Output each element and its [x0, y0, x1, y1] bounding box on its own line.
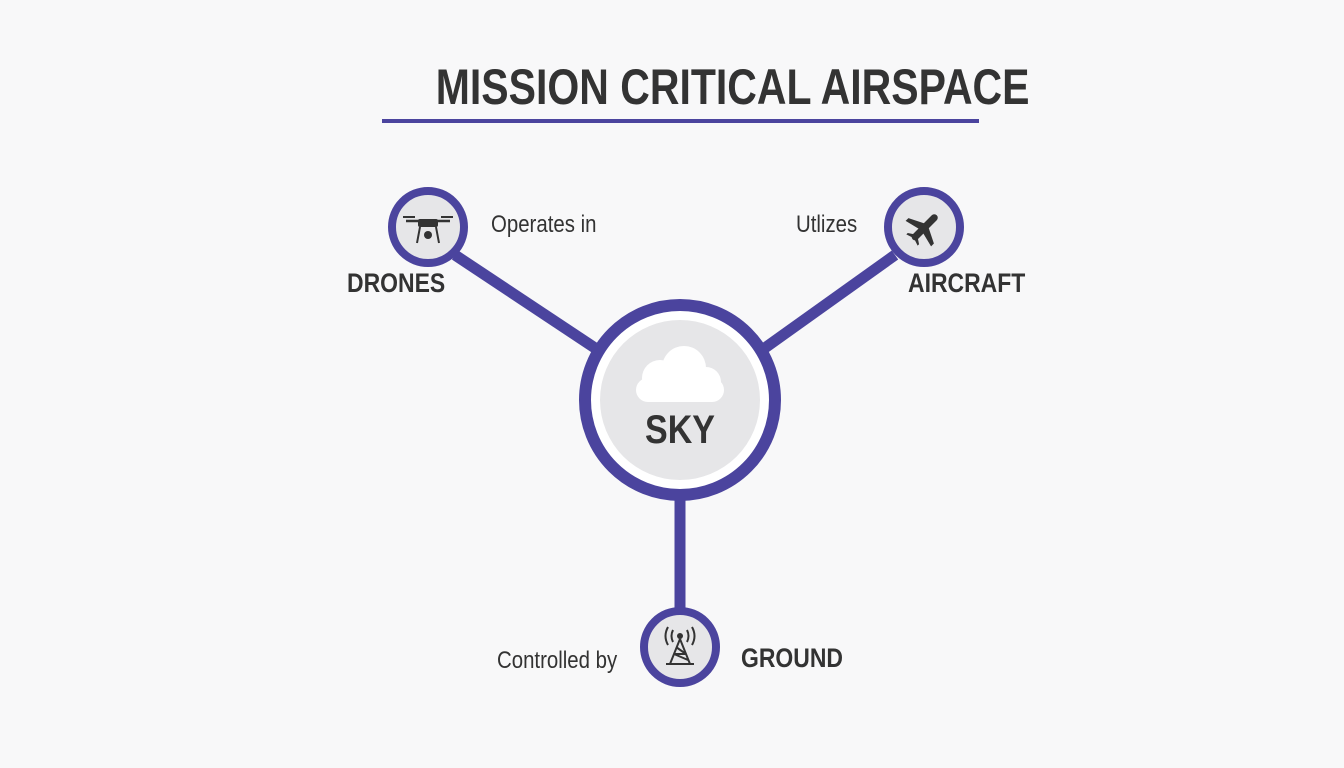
drones-label: DRONES	[347, 268, 446, 298]
sky-label: SKY	[645, 408, 715, 452]
relation-controlled-by: Controlled by	[497, 647, 618, 674]
node-aircraft[interactable]	[884, 187, 964, 267]
aircraft-label: AIRCRAFT	[908, 268, 1026, 298]
drone-icon	[403, 216, 453, 244]
relation-utlizes: Utlizes	[796, 211, 858, 238]
edge-drones-sky	[451, 250, 602, 355]
airplane-icon	[905, 214, 938, 247]
ground-label: GROUND	[741, 643, 843, 673]
radio-tower-icon	[664, 626, 696, 665]
node-drones[interactable]	[388, 187, 468, 267]
node-sky[interactable]	[579, 299, 781, 501]
edge-aircraft-sky	[758, 250, 899, 355]
node-ground[interactable]	[640, 607, 720, 687]
title-underline	[382, 119, 979, 123]
cloud-icon	[636, 346, 724, 402]
relation-operates-in: Operates in	[491, 211, 597, 238]
